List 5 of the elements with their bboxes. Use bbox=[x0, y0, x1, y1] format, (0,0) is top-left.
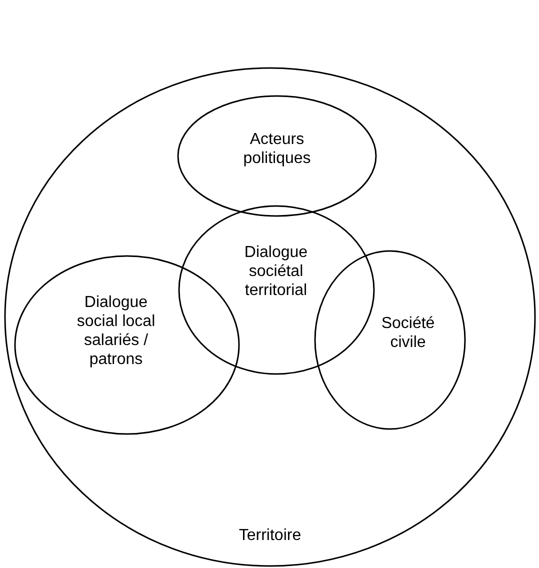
circle-label: Territoire bbox=[238, 526, 302, 545]
circle-label: Dialogue sociétal territorial bbox=[243, 243, 309, 300]
circle-label: Acteurs politiques bbox=[242, 130, 312, 168]
circle-label: Société civile bbox=[380, 314, 436, 352]
circle-label: Dialogue social local salariés / patrons bbox=[76, 293, 156, 369]
